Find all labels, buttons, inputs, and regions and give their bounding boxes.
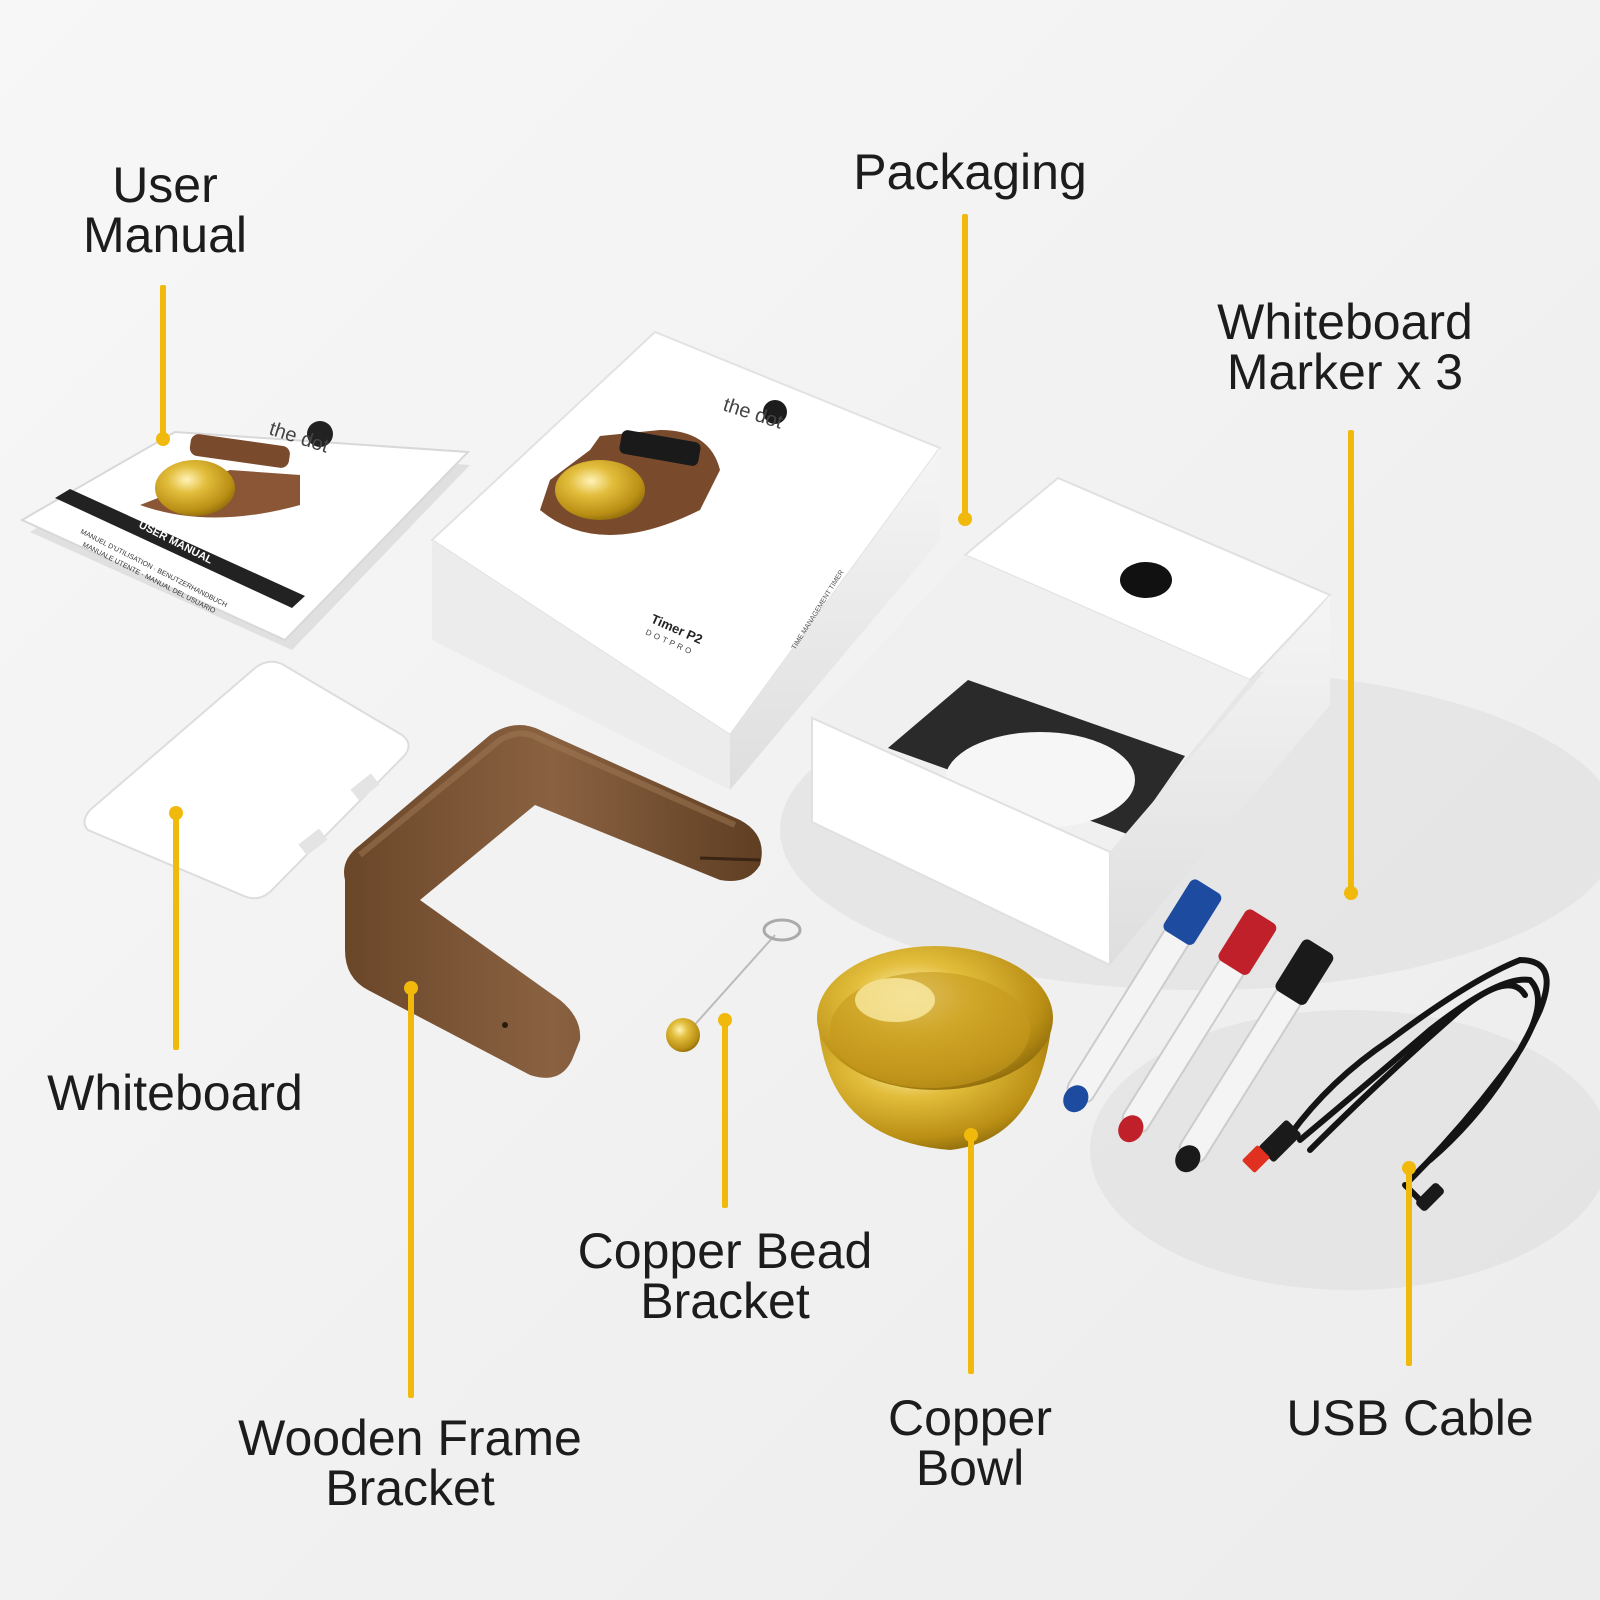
copper-bead-leader xyxy=(722,1022,728,1208)
whiteboard-marker-label: Whiteboard Marker x 3 xyxy=(1217,294,1473,400)
user-manual-illustration xyxy=(19,421,471,650)
usb-cable-illustration xyxy=(1287,956,1550,1203)
wooden-frame-illustration xyxy=(344,725,762,1078)
usb-a-tip xyxy=(1242,1145,1270,1173)
whiteboard-label: Whiteboard xyxy=(47,1065,303,1121)
usb-cable-leader xyxy=(1406,1170,1412,1366)
packaging-leader-dot xyxy=(958,512,972,526)
user-manual-leader xyxy=(160,285,166,435)
copper-bowl-leader-dot xyxy=(964,1128,978,1142)
wooden-frame-leader-dot xyxy=(404,981,418,995)
usb-c-plug xyxy=(1416,1183,1444,1211)
whiteboard-leader-dot xyxy=(169,806,183,820)
whiteboard-markers-illustration xyxy=(1063,879,1334,1173)
usb-a-plug xyxy=(1259,1120,1301,1162)
copper-bowl-leader xyxy=(968,1138,974,1374)
whiteboard-illustration xyxy=(83,660,410,900)
copper-bead-illustration xyxy=(666,918,802,1052)
usb-cable-label: USB Cable xyxy=(1286,1390,1534,1446)
copper-bowl-label: Copper Bowl xyxy=(888,1390,1052,1496)
packaging-leader xyxy=(962,214,968,514)
wooden-frame-leader xyxy=(408,990,414,1398)
copper-bead-bracket-label: Copper Bead Bracket xyxy=(577,1223,873,1329)
user-manual-label: User Manual xyxy=(83,157,247,263)
wooden-frame-bracket-label: Wooden Frame Bracket xyxy=(238,1410,582,1516)
user-manual-leader-dot xyxy=(156,432,170,446)
packaging-label: Packaging xyxy=(853,144,1087,200)
whiteboard-leader xyxy=(173,815,179,1050)
whiteboard-marker-leader xyxy=(1348,430,1354,890)
packaging-tray-illustration xyxy=(811,476,1332,967)
whiteboard-marker-leader-dot xyxy=(1344,886,1358,900)
usb-cable-leader-dot xyxy=(1402,1161,1416,1175)
copper-bowl-illustration xyxy=(817,946,1053,1150)
packaging-box-illustration xyxy=(430,330,942,790)
copper-bead-leader-dot xyxy=(718,1013,732,1027)
